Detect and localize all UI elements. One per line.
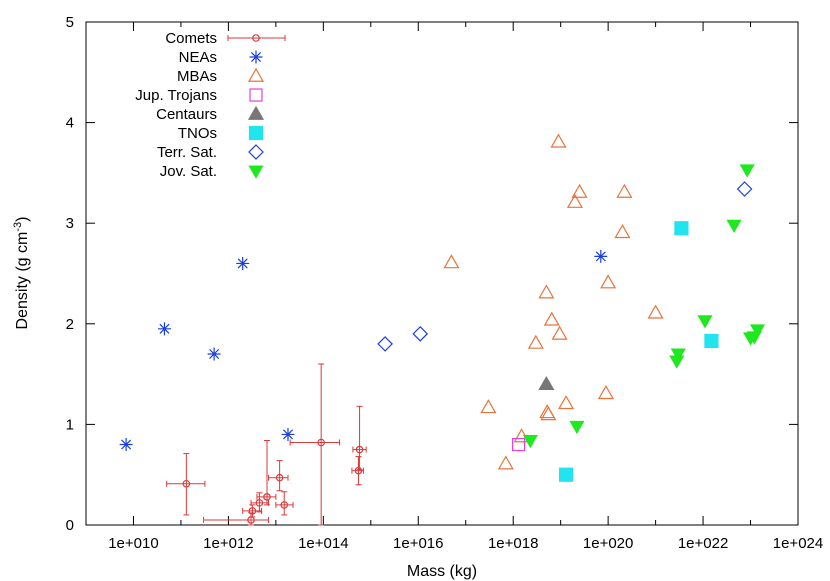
y-tick-label: 4 [66,115,74,132]
mbas-point [566,193,583,208]
mbas-point [497,455,514,470]
centaurs-point [538,375,555,391]
legend-marker-tnos [248,125,264,141]
mbas-point [443,254,460,269]
tnos-point [558,467,574,482]
mbas-point [538,284,555,299]
y-tick-label: 1 [66,416,74,433]
y-tick-label: 3 [66,215,74,232]
data-marks [119,133,766,526]
axis-ticks: 1e+010 1e+012 1e+014 1e+016 1e+018 1e+020 1e+0… [66,14,824,552]
x-tick-label: 1e+016 [393,535,443,552]
legend-label-jov-sat: Jov. Sat. [160,163,217,180]
mbas-point [540,406,557,421]
comets-point [280,501,289,509]
legend-marker-terr-sat [248,144,264,160]
legend-marker-jup-trojans [249,88,263,102]
neas-point [236,256,250,270]
mbas-point [558,395,575,410]
terr-sat-point [736,181,753,197]
comets-point [255,499,264,507]
mbas-point [597,385,614,400]
x-tick-label: 1e+022 [678,535,728,552]
mbas-point [616,183,633,198]
legend-marker-mbas [247,67,265,82]
mbas-point [647,304,664,319]
jov-sat-point [739,164,755,178]
jov-sat-point [697,315,713,329]
neas-point [119,438,133,452]
legend-label-centaurs: Centaurs [156,106,217,123]
jov-sat-point [522,435,538,449]
tnos-point [674,221,689,236]
comets-point [354,466,363,475]
legend-label-tnos: TNOs [178,125,217,142]
mbas-point [550,133,567,148]
jov-sat-point [569,420,585,435]
jov-sat-point [726,219,742,233]
legend-marker-comets [252,34,260,42]
mbas-point [571,183,588,198]
x-tick-label: 1e+010 [108,535,158,552]
comets-point [355,445,364,454]
legend-label-terr-sat: Terr. Sat. [157,144,217,161]
x-tick-label: 1e+018 [488,535,538,552]
jup-trojans-point [512,437,526,452]
x-tick-label: 1e+014 [298,535,348,552]
y-axis-label-sup: -3 [12,222,24,232]
neas-point [594,249,608,263]
legend-marker-jov-sat [248,165,264,179]
terr-sat-point [412,326,429,342]
legend-marker-neas [249,50,263,64]
y-axis-label-main: Density (g cm [14,232,31,330]
y-axis-label: Density (g cm-3) [12,217,31,330]
mbas-point [543,311,560,326]
mbas-point [480,399,497,414]
plot-frame [85,21,799,526]
y-tick-label: 0 [66,517,74,534]
mbas-point [551,325,568,340]
mbas-point [527,334,544,349]
jov-sat-point [749,324,766,338]
legend-label-mbas: MBAs [177,68,217,85]
legend-label-jup-trojans: Jup. Trojans [135,87,217,104]
mbas-point [539,404,556,419]
tnos-point [704,333,719,349]
y-tick-label: 5 [66,14,74,31]
legend-label-comets: Comets [165,30,217,47]
neas-point [207,347,221,361]
comets-point [182,479,191,488]
legend-label-neas: NEAs [179,49,217,66]
comets-point [275,473,284,482]
mbas-point [614,224,631,239]
x-tick-label: 1e+024 [773,535,823,552]
legend-marker-centaurs [247,105,265,120]
y-axis-label-close: ) [14,217,31,222]
comets-point [317,438,325,447]
comets-point [263,493,271,501]
neas-point [157,322,171,336]
jov-sat-point [670,348,686,362]
mbas-point [600,274,617,289]
comets-point [248,507,257,515]
x-tick-label: 1e+012 [203,535,253,552]
terr-sat-point [377,336,393,352]
y-tick-label: 2 [66,316,74,333]
x-tick-label: 1e+020 [583,535,633,552]
x-axis-label: Mass (kg) [407,563,477,580]
neas-point [281,427,295,441]
